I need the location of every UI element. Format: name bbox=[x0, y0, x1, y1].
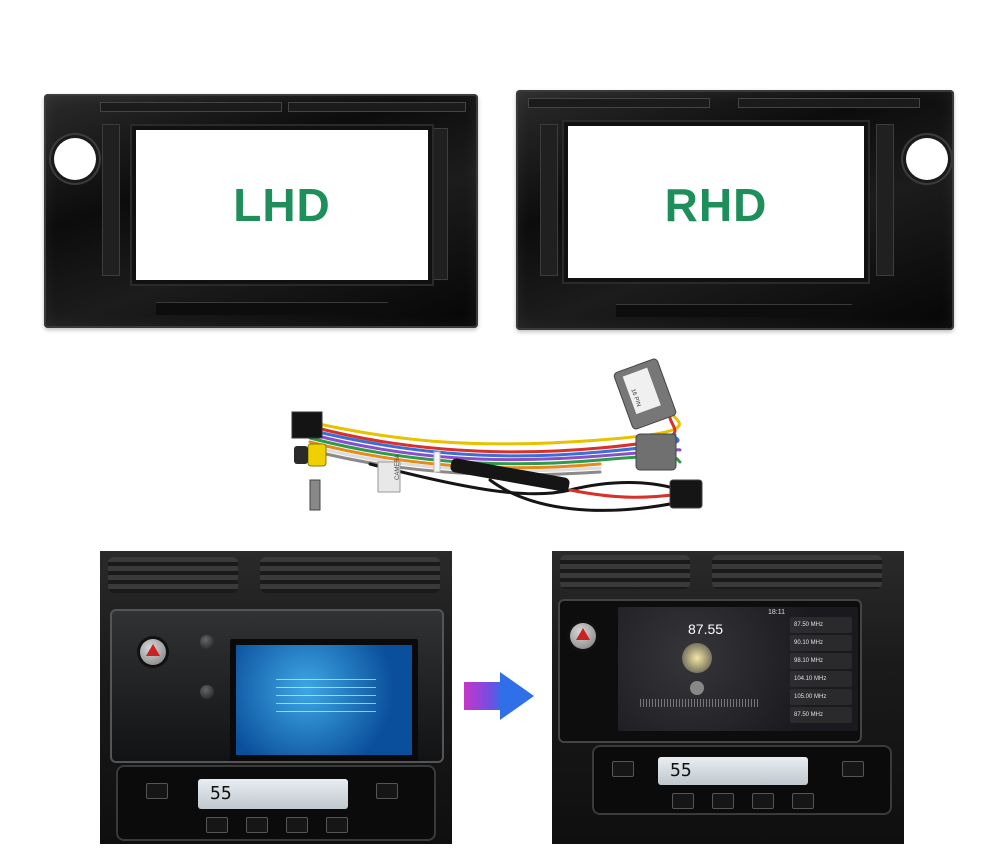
wire-black-2 bbox=[488, 478, 692, 512]
grey-plug-sticker bbox=[622, 367, 661, 415]
climate-panel: 55 bbox=[116, 765, 436, 841]
oem-display bbox=[230, 639, 418, 761]
black-plug-small bbox=[669, 479, 703, 509]
lhd-label: LHD bbox=[233, 179, 331, 231]
rhd-window: RHD bbox=[568, 126, 864, 278]
arrow-shaft bbox=[464, 682, 504, 710]
rhd-label: RHD bbox=[664, 179, 768, 231]
fm-frequency: 87.55 bbox=[688, 621, 724, 637]
station-row[interactable]: 104.10 MHz bbox=[790, 671, 852, 687]
rca-jack-black bbox=[294, 446, 308, 464]
grey-plug-sticker-text: 16 PIN bbox=[629, 388, 641, 407]
iso-connector-left bbox=[291, 411, 323, 439]
radio-bezel bbox=[110, 609, 444, 763]
android-screen: 18:11 87.55 87.50 MHz 90.10 MHz 98.10 MH… bbox=[618, 607, 858, 731]
station-row[interactable]: 87.50 MHz bbox=[790, 617, 852, 633]
climate-button-4[interactable] bbox=[712, 793, 734, 809]
wire-red-2 bbox=[568, 488, 682, 499]
side-rail-right bbox=[428, 128, 448, 280]
knob-hole bbox=[906, 138, 948, 180]
climate-display: 55 bbox=[658, 757, 808, 785]
antenna-plug bbox=[309, 479, 321, 511]
vent-left bbox=[560, 555, 690, 589]
album-art bbox=[682, 643, 712, 673]
wire-blue bbox=[308, 428, 680, 458]
bottom-bar bbox=[156, 302, 388, 315]
lhd-frame: LHD bbox=[44, 94, 478, 328]
grey-plug-bottom bbox=[635, 433, 677, 471]
climate-button-5[interactable] bbox=[752, 793, 774, 809]
vent-right bbox=[260, 557, 440, 593]
black-sleeve bbox=[450, 458, 570, 492]
tuning-scale bbox=[640, 699, 760, 707]
hazard-button[interactable] bbox=[140, 639, 166, 665]
rca-jack-yellow bbox=[307, 443, 327, 467]
station-row[interactable]: 98.10 MHz bbox=[790, 653, 852, 669]
before-photo: 55 bbox=[100, 551, 452, 844]
station-row[interactable]: 105.00 MHz bbox=[790, 689, 852, 705]
volume-knob[interactable] bbox=[200, 685, 214, 699]
camera-tag bbox=[377, 461, 401, 493]
climate-temp: 55 bbox=[210, 783, 232, 804]
climate-button-1[interactable] bbox=[146, 783, 168, 799]
side-rail-left bbox=[102, 124, 120, 276]
climate-display: 55 bbox=[198, 779, 348, 809]
climate-button-6[interactable] bbox=[326, 817, 348, 833]
climate-button-3[interactable] bbox=[672, 793, 694, 809]
knob-hole bbox=[54, 138, 96, 180]
top-slot-left bbox=[100, 102, 282, 112]
vent-left bbox=[108, 557, 238, 593]
bottom-bar bbox=[616, 304, 852, 317]
climate-button-2[interactable] bbox=[376, 783, 398, 799]
climate-button-3[interactable] bbox=[206, 817, 228, 833]
hazard-button[interactable] bbox=[570, 623, 596, 649]
lhd-window: LHD bbox=[136, 130, 428, 280]
climate-button-6[interactable] bbox=[792, 793, 814, 809]
climate-button-5[interactable] bbox=[286, 817, 308, 833]
oem-display-text bbox=[276, 679, 376, 719]
radio-bezel: 18:11 87.55 87.50 MHz 90.10 MHz 98.10 MH… bbox=[558, 599, 862, 743]
side-rail-left bbox=[540, 124, 558, 276]
top-slot-right bbox=[288, 102, 466, 112]
station-row[interactable]: 90.10 MHz bbox=[790, 635, 852, 651]
power-knob[interactable] bbox=[200, 635, 214, 649]
climate-button-1[interactable] bbox=[612, 761, 634, 777]
wire-red bbox=[308, 410, 677, 454]
vent-right bbox=[712, 555, 882, 589]
climate-button-4[interactable] bbox=[246, 817, 268, 833]
arrow-head bbox=[500, 672, 534, 720]
wire-purple bbox=[308, 432, 682, 462]
status-time: 18:11 bbox=[768, 609, 785, 616]
climate-button-2[interactable] bbox=[842, 761, 864, 777]
camera-tag-label: CAMERA bbox=[395, 454, 401, 480]
top-slot-right bbox=[738, 98, 920, 108]
rhd-frame: RHD bbox=[516, 90, 954, 330]
climate-panel: 55 bbox=[592, 745, 892, 815]
side-rail-right bbox=[876, 124, 894, 276]
wire-black bbox=[368, 462, 682, 496]
top-slot-left bbox=[528, 98, 710, 108]
wire-yellow bbox=[308, 398, 681, 446]
after-photo: 18:11 87.55 87.50 MHz 90.10 MHz 98.10 MH… bbox=[552, 551, 904, 844]
station-list: 87.50 MHz 90.10 MHz 98.10 MHz 104.10 MHz… bbox=[790, 617, 856, 727]
climate-temp: 55 bbox=[670, 760, 692, 781]
cable-tie bbox=[433, 451, 441, 473]
wiring-harness: CAMERA 16 PIN bbox=[291, 358, 703, 512]
station-row[interactable]: 87.50 MHz bbox=[790, 707, 852, 723]
play-button[interactable] bbox=[690, 681, 704, 695]
